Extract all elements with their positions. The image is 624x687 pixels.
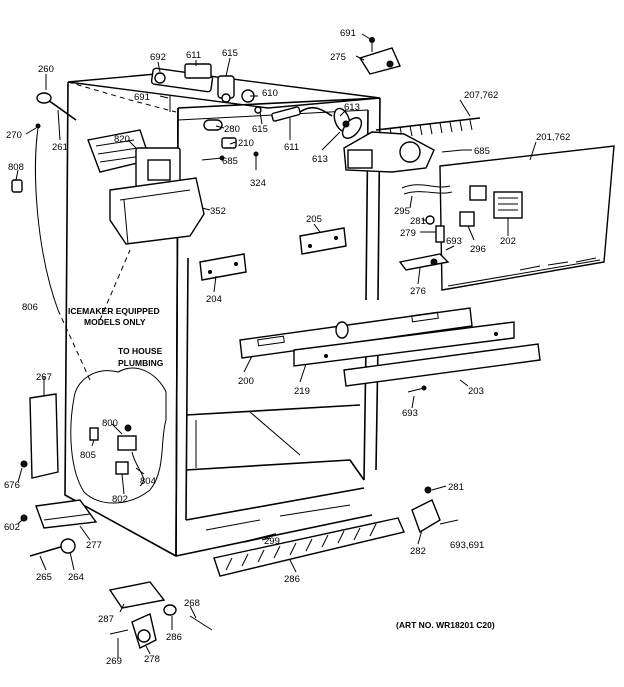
part-labels: 691 275 692 611 615 260 691 610 207,762 …	[4, 28, 570, 667]
label-260: 260	[38, 64, 54, 75]
label-805: 805	[80, 450, 96, 461]
label-267: 267	[36, 372, 52, 383]
control-panel-assembly	[343, 37, 615, 291]
label-800: 800	[102, 418, 118, 429]
label-286: 286	[166, 632, 182, 643]
water-valve-area	[70, 367, 167, 504]
label-611-b: 611	[284, 142, 299, 153]
label-202: 202	[500, 236, 516, 247]
label-277: 277	[86, 540, 102, 551]
label-296: 296	[470, 244, 486, 255]
label-295: 295	[394, 206, 410, 217]
label-270: 270	[6, 130, 22, 141]
label-693-b: 693	[402, 408, 418, 419]
label-324: 324	[250, 178, 266, 189]
label-685: 685	[474, 146, 490, 157]
label-269: 269	[106, 656, 122, 667]
label-613: 613	[344, 102, 360, 113]
label-265: 265	[36, 572, 52, 583]
label-282: 282	[410, 546, 426, 557]
label-210: 210	[238, 138, 254, 149]
bottom-parts	[108, 486, 459, 649]
label-207-762: 207,762	[464, 90, 498, 101]
label-693: 693	[446, 236, 462, 247]
label-276: 276	[410, 286, 426, 297]
label-613-b: 613	[312, 154, 328, 165]
label-692: 692	[150, 52, 166, 63]
label-288: 286	[284, 574, 300, 585]
label-219: 219	[294, 386, 310, 397]
label-268: 268	[184, 598, 200, 609]
label-602: 602	[4, 522, 20, 533]
label-205: 205	[306, 214, 322, 225]
label-204: 204	[206, 294, 222, 305]
label-299: 299	[264, 536, 280, 547]
label-806: 806	[22, 302, 38, 313]
label-201-762: 201,762	[536, 132, 570, 143]
leader-lines	[15, 33, 537, 658]
top-controls	[150, 63, 363, 170]
label-200: 200	[238, 376, 254, 387]
label-279: 279	[400, 228, 416, 239]
icemaker-assembly	[11, 92, 205, 381]
lower-left-parts	[20, 393, 98, 557]
label-610: 610	[262, 88, 278, 99]
label-804: 804	[140, 476, 156, 487]
label-691-b: 691	[134, 92, 150, 103]
label-693-691: 693,691	[450, 540, 484, 551]
house-plumbing-line2: PLUMBING	[118, 358, 164, 368]
label-203: 203	[468, 386, 484, 397]
label-691: 691	[340, 28, 356, 39]
label-287: 287	[98, 614, 114, 625]
icemaker-note-line2: MODELS ONLY	[84, 317, 146, 327]
shelf-supports	[199, 227, 541, 393]
label-615: 615	[222, 48, 238, 59]
label-820: 820	[114, 134, 130, 145]
label-685-b: 685	[222, 156, 238, 167]
label-281: 281	[410, 216, 426, 227]
house-plumbing-line1: TO HOUSE	[118, 346, 163, 356]
label-278: 278	[144, 654, 160, 665]
label-352: 352	[210, 206, 226, 217]
label-280: 280	[224, 124, 240, 135]
label-676: 676	[4, 480, 20, 491]
label-802: 802	[112, 494, 128, 505]
label-611: 611	[186, 50, 201, 61]
label-281-b: 281	[448, 482, 464, 493]
label-615-b: 615	[252, 124, 268, 135]
label-808: 808	[8, 162, 24, 173]
label-275: 275	[330, 52, 346, 63]
label-261: 261	[52, 142, 68, 153]
art-number: (ART NO. WR18201 C20)	[396, 620, 495, 630]
label-264: 264	[68, 572, 84, 583]
notes: ICEMAKER EQUIPPED MODELS ONLY TO HOUSE P…	[68, 306, 495, 630]
icemaker-note-line1: ICEMAKER EQUIPPED	[68, 306, 160, 316]
